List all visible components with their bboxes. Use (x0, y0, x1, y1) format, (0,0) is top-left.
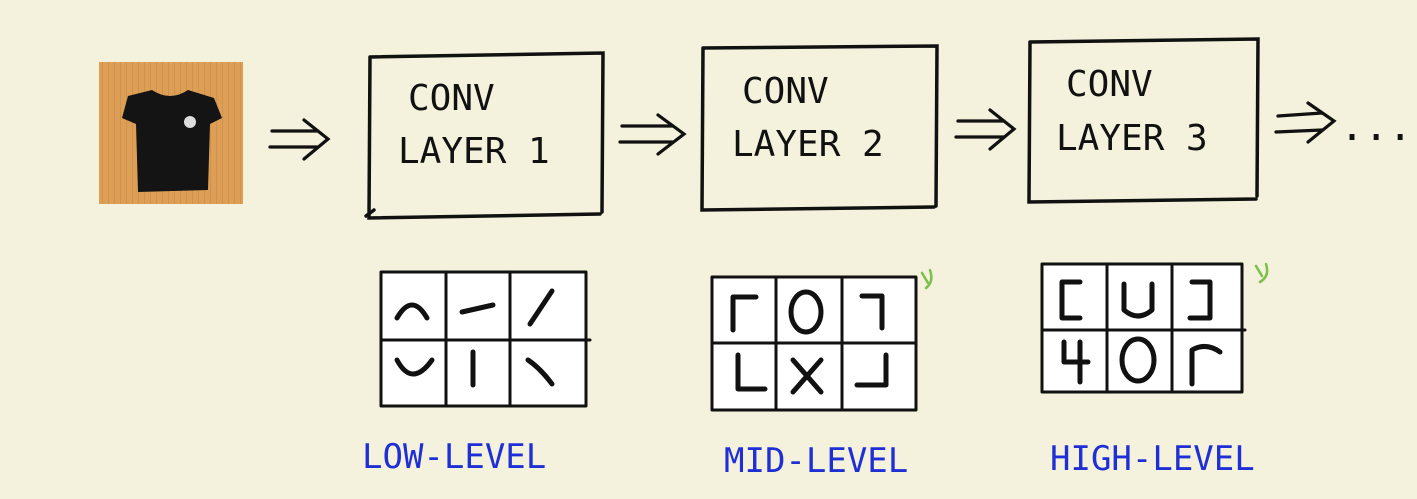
double-arrow-icon (954, 108, 1017, 151)
low-level-feature-grid (379, 270, 592, 408)
svg-text:CONV: CONV (408, 78, 495, 119)
low-level-label: LOW-LEVEL (362, 437, 546, 477)
conv-layer-2-label: CONV LAYER 2 (732, 71, 884, 165)
continuation-dots: ... (1340, 104, 1412, 150)
svg-text:CONV: CONV (1066, 64, 1153, 105)
conv-layer-1-box (364, 51, 605, 220)
double-arrow-icon (618, 113, 687, 156)
green-mark (1254, 262, 1269, 284)
double-arrow-icon (268, 118, 331, 161)
svg-text:LAYER 1: LAYER 1 (398, 131, 550, 172)
conv-layer-1-label: CONV LAYER 1 (398, 78, 550, 172)
high-level-feature-grid (1040, 262, 1247, 394)
mid-level-feature-grid (710, 275, 918, 412)
svg-text:LAYER 2: LAYER 2 (732, 124, 884, 165)
mid-level-label: MID-LEVEL (724, 441, 908, 481)
conv-layer-2-box (700, 44, 939, 212)
svg-text:CONV: CONV (742, 71, 829, 112)
conv-layer-3-box (1027, 37, 1260, 204)
double-arrow-icon (1274, 101, 1337, 144)
green-mark (920, 268, 933, 290)
conv-layer-3-label: CONV LAYER 3 (1056, 64, 1208, 159)
input-image-tshirt (99, 62, 243, 204)
svg-text:LAYER 3: LAYER 3 (1056, 118, 1208, 159)
high-level-label: HIGH-LEVEL (1050, 439, 1255, 479)
